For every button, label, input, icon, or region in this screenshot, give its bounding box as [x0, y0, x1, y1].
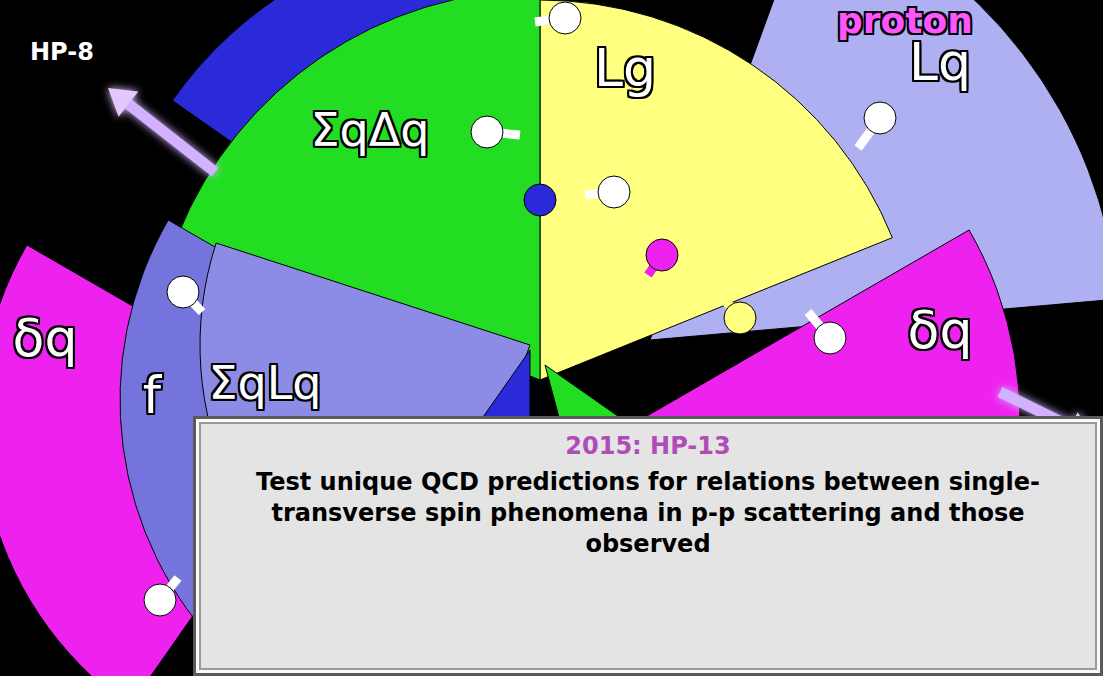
- puzzle-piece: δq: [13, 312, 78, 364]
- info-box: 2015: HP-13Test unique QCD predictions f…: [193, 416, 1103, 676]
- piece-label: f: [143, 369, 161, 421]
- piece-label: δq: [908, 304, 973, 356]
- arrow-shaft: [128, 104, 215, 172]
- piece-label: ΣqLq: [208, 360, 321, 406]
- puzzle-knob: [864, 102, 896, 134]
- puzzle-knob: [167, 276, 199, 308]
- box-body: Test unique QCD predictions for relation…: [218, 467, 1078, 561]
- arrow-label: HP-8: [30, 40, 94, 64]
- puzzle-piece: Lq: [909, 36, 971, 88]
- slide-title: proton: [837, 3, 973, 39]
- piece-label: Lq: [909, 36, 971, 88]
- puzzle-piece: f: [143, 369, 161, 421]
- puzzle-knob: [144, 584, 176, 616]
- puzzle-knob: [646, 239, 678, 271]
- puzzle-piece: ΣqΔq: [311, 107, 430, 153]
- puzzle-knob: [598, 176, 630, 208]
- direction-arrow: [108, 88, 215, 172]
- puzzle-knob: [814, 322, 846, 354]
- puzzle-piece: δq: [908, 304, 973, 356]
- puzzle-piece: ΣqLq: [208, 360, 321, 406]
- arrow-head: [108, 88, 138, 117]
- piece-label: Lg: [594, 42, 656, 94]
- piece-label: ΣqΔq: [311, 107, 430, 153]
- box-heading: 2015: HP-13: [218, 431, 1078, 461]
- puzzle-knob: [549, 2, 581, 34]
- piece-label: δq: [13, 312, 78, 364]
- puzzle-knob: [471, 116, 503, 148]
- puzzle-knob: [724, 302, 756, 334]
- puzzle-piece: Lg: [594, 42, 656, 94]
- puzzle-knob: [524, 184, 556, 216]
